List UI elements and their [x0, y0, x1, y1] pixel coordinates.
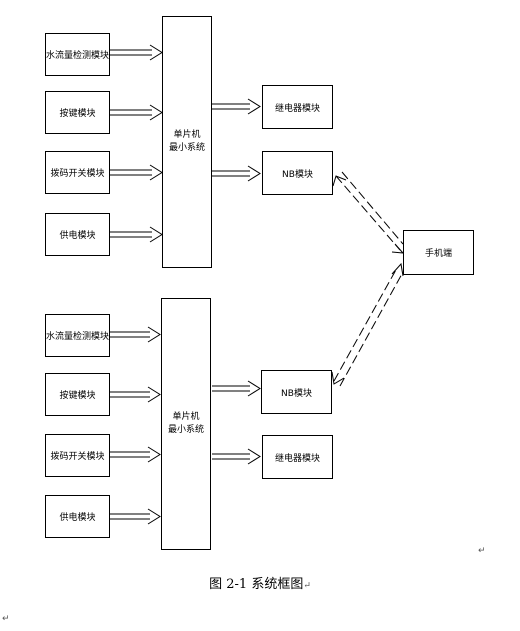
arrow-top-out-1 — [212, 98, 261, 115]
phone-terminal-box: 手机端 — [403, 230, 474, 275]
bottom-input-flow-module: 水流量检测模块 — [45, 314, 110, 357]
top-input-dip-switch-module: 拨码开关模块 — [45, 151, 110, 194]
top-mcu-box: 单片机 最小系统 — [162, 16, 212, 268]
bottom-input-dip-switch-module: 拨码开关模块 — [45, 434, 110, 477]
top-input-flow-module: 水流量检测模块 — [45, 33, 110, 76]
wireless-link-bottom — [331, 262, 404, 387]
arrow-bot-1 — [110, 326, 161, 343]
bottom-mcu-box: 单片机 最小系统 — [161, 298, 211, 550]
bottom-output-relay-module: 继电器模块 — [262, 435, 333, 479]
page-return-mark: ↵ — [2, 614, 10, 624]
top-mcu-line-1: 单片机 — [173, 130, 201, 140]
arrow-bot-3 — [110, 446, 161, 463]
top-input-power-module: 供电模块 — [45, 213, 110, 256]
bottom-input-key-module: 按键模块 — [45, 373, 110, 416]
bottom-mcu-line-2: 最小系统 — [167, 425, 204, 435]
figure-caption: 图 2-1 系统框图↵ — [0, 573, 520, 592]
bottom-input-power-module: 供电模块 — [45, 495, 110, 538]
top-mcu-line-2: 最小系统 — [168, 143, 205, 153]
arrow-bot-out-2 — [212, 448, 261, 465]
arrow-top-1 — [110, 44, 163, 61]
arrow-top-2 — [110, 104, 163, 121]
arrow-bot-2 — [110, 386, 161, 403]
arrow-top-4 — [110, 226, 163, 243]
paragraph-return-mark: ↵ — [478, 546, 486, 556]
top-input-key-module: 按键模块 — [45, 91, 110, 134]
figure-caption-text: 图 2-1 系统框图 — [209, 577, 304, 592]
arrow-bot-out-1 — [212, 380, 261, 397]
arrow-top-out-2 — [212, 165, 261, 182]
caption-return-mark: ↵ — [303, 581, 311, 591]
arrow-bot-4 — [110, 508, 161, 525]
bottom-mcu-line-1: 单片机 — [172, 412, 200, 422]
top-output-relay-module: 继电器模块 — [262, 85, 333, 129]
bottom-output-nb-module: NB模块 — [261, 370, 332, 414]
top-output-nb-module: NB模块 — [262, 151, 333, 195]
wireless-link-top — [332, 171, 405, 254]
arrow-top-3 — [110, 164, 163, 181]
